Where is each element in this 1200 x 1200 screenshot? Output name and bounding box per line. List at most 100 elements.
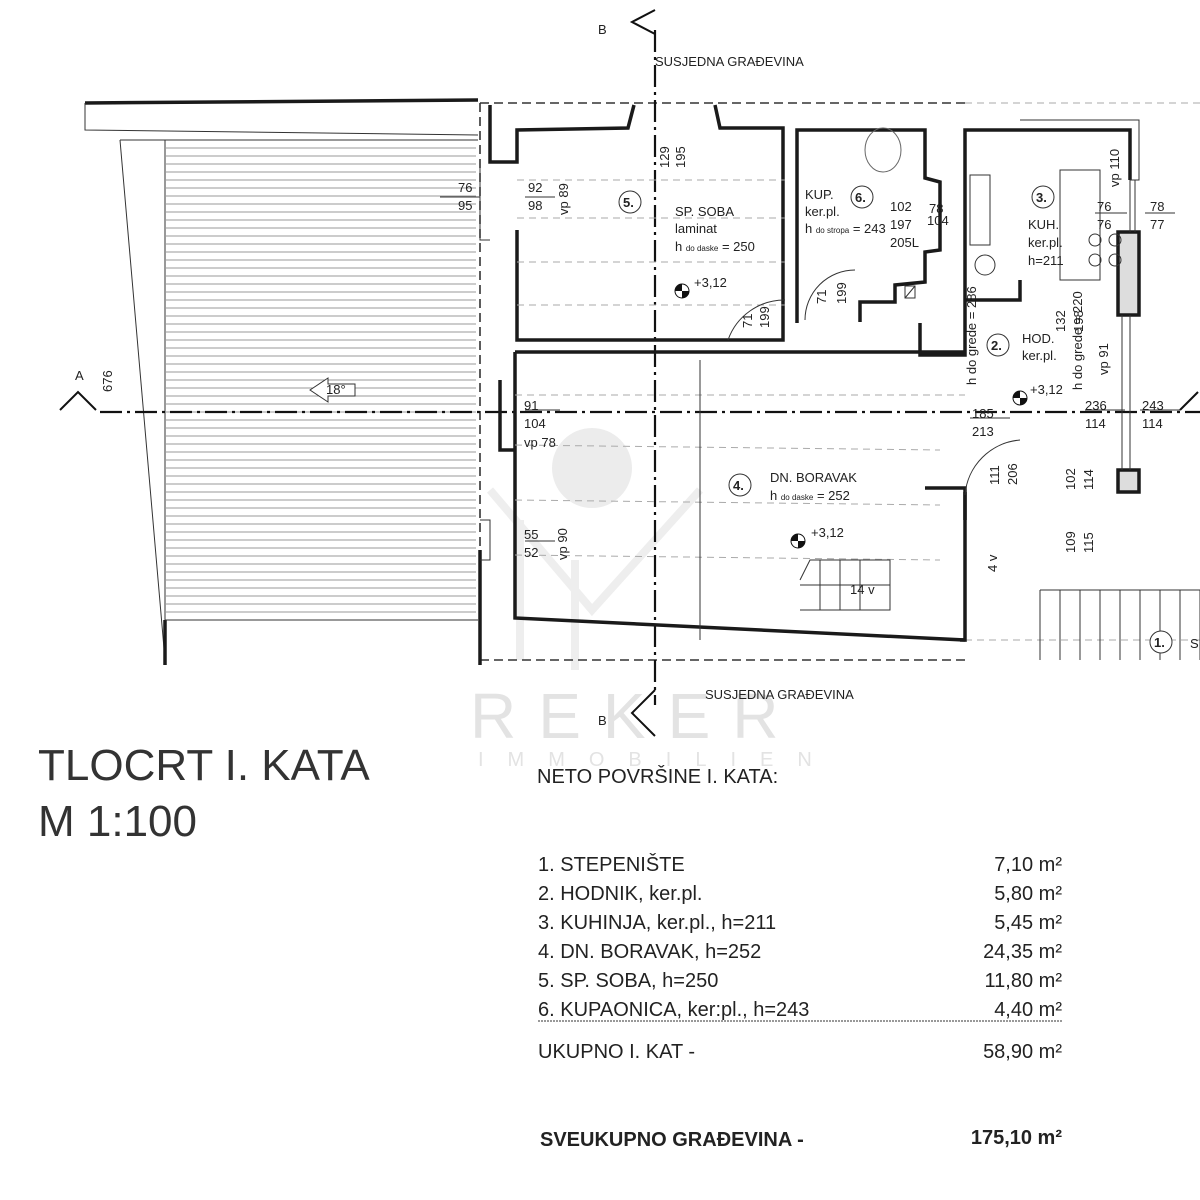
height-sub: do daske <box>686 244 719 253</box>
room-floor: ker.pl. <box>805 204 840 219</box>
height: h do grede = 286 <box>964 286 979 385</box>
level: +3,12 <box>811 525 844 540</box>
room-floor: ker.pl. <box>1028 235 1063 250</box>
room-number: 3. <box>1036 190 1047 205</box>
room-floor: ker.pl. <box>1022 348 1057 363</box>
area-row-label: 2. HODNIK, ker.pl. <box>538 883 703 905</box>
section-a-label: A <box>75 368 84 383</box>
room-height: h=211 <box>1028 253 1064 268</box>
dim: vp 78 <box>524 435 556 450</box>
area-row-value: 11,80 m² <box>985 970 1063 992</box>
dim: 115 <box>1081 532 1096 553</box>
dim: 205L <box>890 235 919 250</box>
room-name: KUP. <box>805 187 834 202</box>
svg-text:h do stropa = 243: h do stropa = 243 <box>805 221 886 236</box>
watermark-brand: REKER <box>470 680 801 752</box>
dim: vp 91 <box>1096 343 1111 375</box>
height-value: = 252 <box>817 488 850 503</box>
height: h do grede = 220 <box>1070 291 1085 390</box>
height-sub: do daske <box>781 493 814 502</box>
height-prefix: h <box>675 239 682 254</box>
dim: 95 <box>458 198 472 213</box>
section-b-bottom-marker-icon <box>630 689 656 737</box>
dim: 197 <box>890 217 912 232</box>
area-row-value: 24,35 m² <box>983 941 1062 963</box>
area-table: NETO POVRŠINE I. KATA: 1. STEPENIŠTE 7,10… <box>537 765 1062 1151</box>
dim: 52 <box>524 545 538 560</box>
dim: 78 <box>1150 199 1164 214</box>
room-4-living-room: 4. DN. BORAVAK h do daske = 252 +3,12 14… <box>728 470 875 597</box>
area-row-label: 5. SP. SOBA, h=250 <box>538 970 718 992</box>
room-1-staircase: 1. S <box>1149 630 1199 654</box>
room-name: HOD. <box>1022 331 1055 346</box>
area-row-label: 1. STEPENIŠTE <box>538 853 685 876</box>
dim: 104 <box>927 213 949 228</box>
area-row-value: 4,40 m² <box>994 999 1062 1021</box>
dim: 236 <box>1085 398 1107 413</box>
dim: 213 <box>972 424 994 439</box>
shaft-icon <box>904 285 916 299</box>
room-floor: laminat <box>675 221 717 236</box>
dim: 195 <box>673 146 688 168</box>
area-heading: NETO POVRŠINE I. KATA: <box>537 765 778 788</box>
roof-dimension: 676 <box>100 370 115 392</box>
dim: 104 <box>524 416 546 431</box>
dim: 111 <box>987 465 1002 485</box>
height-prefix: h <box>805 221 812 236</box>
svg-text:h do daske = 250: h do daske = 250 <box>675 239 755 254</box>
roof-slope-arrow-icon <box>309 377 356 403</box>
room-name: KUH. <box>1028 217 1059 232</box>
dim: 77 <box>1150 217 1164 232</box>
height-sub: do stropa <box>816 226 850 235</box>
dim: 91 <box>524 398 538 413</box>
room-5-bedroom: 5. SP. SOBA laminat h do daske = 250 +3,… <box>618 190 755 299</box>
dim: 102 <box>890 199 912 214</box>
dim: 4 v <box>985 554 1000 572</box>
grand-total-label: SVEUKUPNO GRAĐEVINA - <box>540 1129 804 1151</box>
dim: 76 <box>1097 217 1111 232</box>
dim: 78 <box>929 201 943 216</box>
room-3-kitchen: 3. KUH. ker.pl. h=211 <box>1028 185 1064 268</box>
room-number: 5. <box>623 195 634 210</box>
dim: 71 <box>740 314 755 328</box>
area-row-value: 7,10 m² <box>994 854 1062 876</box>
watermark: REKER IMMOBILIEN <box>470 428 836 771</box>
section-b-top-marker-icon <box>629 9 656 35</box>
dim: 102 <box>1063 468 1078 490</box>
dim: 185 <box>972 406 994 421</box>
watermark-sub: IMMOBILIEN <box>478 749 836 771</box>
area-row-label: 6. KUPAONICA, ker:pl., h=243 <box>538 999 809 1021</box>
dim: 199 <box>757 306 772 328</box>
neighbor-building-top: SUSJEDNA GRAĐEVINA <box>655 54 804 69</box>
dim: 92 <box>528 180 542 195</box>
dim: 114 <box>1085 416 1106 431</box>
dim: 129 <box>657 146 672 168</box>
grand-total-value: 175,10 m² <box>971 1127 1063 1149</box>
dimensions: 76 95 92 98 vp 89 129 195 71 199 71 199 … <box>440 146 1180 572</box>
dim: 55 <box>524 527 538 542</box>
interior-details <box>514 127 1200 660</box>
room-6-bathroom: 6. KUP. ker.pl. h do stropa = 243 102 19… <box>805 185 949 250</box>
room-number: 4. <box>733 478 744 493</box>
dim: 132 <box>1053 310 1068 332</box>
dim: 71 <box>814 290 829 304</box>
section-b-top-label: B <box>598 22 607 37</box>
dim: vp 89 <box>556 183 571 215</box>
roof-area <box>84 98 479 665</box>
dim: 243 <box>1142 398 1164 413</box>
section-a-marker-icon <box>59 390 97 411</box>
total-label: UKUPNO I. KAT - <box>538 1041 695 1063</box>
stairs-count: 14 v <box>850 582 875 597</box>
area-row-value: 5,45 m² <box>994 912 1062 934</box>
room-number: 1. <box>1154 635 1165 650</box>
dim: 76 <box>1097 199 1111 214</box>
dim: vp 90 <box>555 528 570 560</box>
svg-text:h do daske = 252: h do daske = 252 <box>770 488 850 503</box>
walls <box>478 104 1141 665</box>
room-2-hallway: 2. HOD. ker.pl. h do grede = 286 h do gr… <box>964 286 1085 406</box>
level: +3,12 <box>1030 382 1063 397</box>
room-name: SP. SOBA <box>675 204 734 219</box>
dim: 98 <box>528 198 542 213</box>
